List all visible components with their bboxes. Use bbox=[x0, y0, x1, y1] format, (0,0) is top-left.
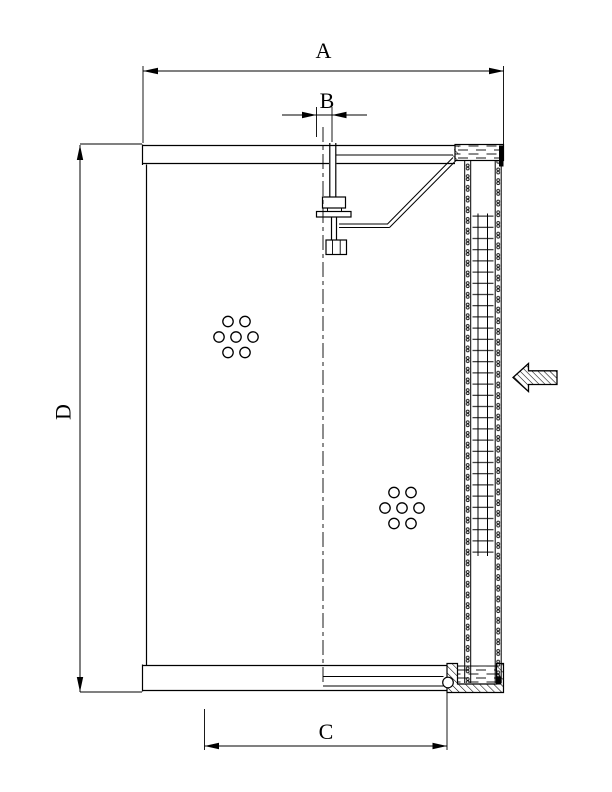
valve-nut bbox=[325, 239, 348, 256]
o-ring bbox=[442, 676, 454, 689]
perforation-hole bbox=[222, 346, 234, 359]
perforation-hole bbox=[247, 331, 259, 343]
top-cap-wedge bbox=[451, 146, 459, 161]
perforation-hole bbox=[405, 517, 417, 530]
perforation-hole bbox=[388, 486, 400, 499]
perforation-hole bbox=[222, 315, 234, 328]
bottom-end-cap bbox=[442, 662, 505, 694]
bottom-potting bbox=[457, 665, 497, 685]
perforation-hole bbox=[239, 315, 251, 328]
pleated-media bbox=[472, 210, 494, 556]
filter-media-section bbox=[464, 160, 502, 683]
mesh-strip-inner bbox=[495, 160, 502, 683]
filter-can bbox=[141, 144, 455, 692]
valve-washer bbox=[315, 210, 352, 218]
dim-c-arrow-left bbox=[204, 742, 219, 750]
dimension-c: C bbox=[204, 689, 448, 750]
perforation-hole bbox=[405, 486, 417, 499]
perforation-holes bbox=[213, 315, 425, 530]
dim-a-arrow-right bbox=[489, 67, 504, 75]
dim-b-arrow-left bbox=[302, 111, 317, 119]
dimension-a: A bbox=[142, 38, 504, 145]
top-end-cap bbox=[451, 143, 505, 167]
dim-c-arrow-right bbox=[432, 742, 447, 750]
perforation-hole bbox=[379, 502, 391, 514]
dimension-b: B bbox=[282, 88, 367, 142]
top-potting bbox=[454, 143, 505, 162]
top-seal bbox=[499, 145, 504, 167]
dim-b-arrow-right bbox=[332, 111, 347, 119]
dimension-d: D bbox=[51, 143, 142, 693]
valve-flange bbox=[321, 196, 347, 209]
mesh-strip-outer bbox=[464, 160, 471, 683]
dimension-c-label: C bbox=[319, 719, 334, 744]
flow-direction-arrow-icon bbox=[512, 362, 558, 393]
bypass-valve bbox=[315, 143, 352, 256]
perforation-hole bbox=[213, 331, 225, 343]
dim-d-arrow-bottom bbox=[76, 677, 84, 692]
perforation-hole bbox=[388, 517, 400, 530]
perforation-hole bbox=[230, 331, 242, 343]
perforation-hole bbox=[396, 502, 408, 514]
dimension-b-label: B bbox=[320, 88, 335, 113]
dim-a-arrow-left bbox=[143, 67, 158, 75]
dimension-a-label: A bbox=[316, 38, 332, 63]
dim-d-arrow-top bbox=[76, 145, 84, 160]
cone-end-cap bbox=[339, 157, 457, 228]
perforation-hole bbox=[239, 346, 251, 359]
dimension-d-label: D bbox=[51, 404, 76, 420]
perforation-hole bbox=[413, 502, 425, 514]
